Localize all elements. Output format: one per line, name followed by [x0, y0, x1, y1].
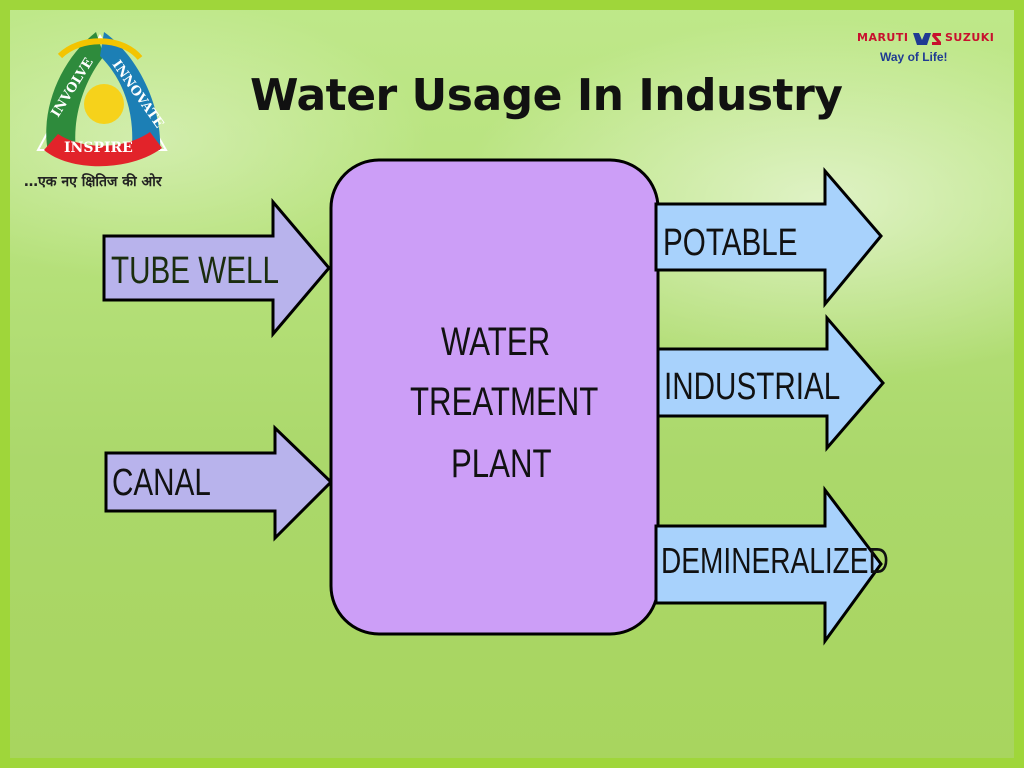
center-label-line-3: PLANT — [451, 442, 552, 486]
input-label-tube-well: TUBE WELL — [111, 250, 280, 292]
maruti-suzuki-logo-icon — [913, 33, 941, 45]
input-arrow-canal — [104, 424, 334, 542]
output-label-potable: POTABLE — [663, 222, 798, 264]
brand-name-maruti: MARUTI — [857, 31, 909, 44]
slide-title: Water Usage In Industry — [250, 70, 843, 121]
output-arrow-industrial — [656, 313, 885, 453]
center-label-line-1: WATER — [441, 320, 551, 364]
logo-word-inspire: INSPIRE — [64, 140, 133, 156]
input-arrow-tube-well — [102, 197, 331, 339]
input-label-canal: CANAL — [112, 462, 211, 504]
output-label-industrial: INDUSTRIAL — [664, 366, 841, 408]
output-arrow-demineralized — [654, 485, 883, 646]
output-arrow-potable — [654, 166, 883, 309]
logo-tagline: …एक नए क्षितिज की ओर — [24, 174, 162, 190]
output-label-demineralized: DEMINERALIZED — [661, 540, 889, 581]
brand-name-suzuki: SUZUKI — [945, 31, 995, 44]
involve-innovate-inspire-logo-icon — [36, 32, 168, 167]
brand-tagline: Way of Life! — [880, 50, 948, 64]
center-label-line-2: TREATMENT — [410, 380, 599, 424]
